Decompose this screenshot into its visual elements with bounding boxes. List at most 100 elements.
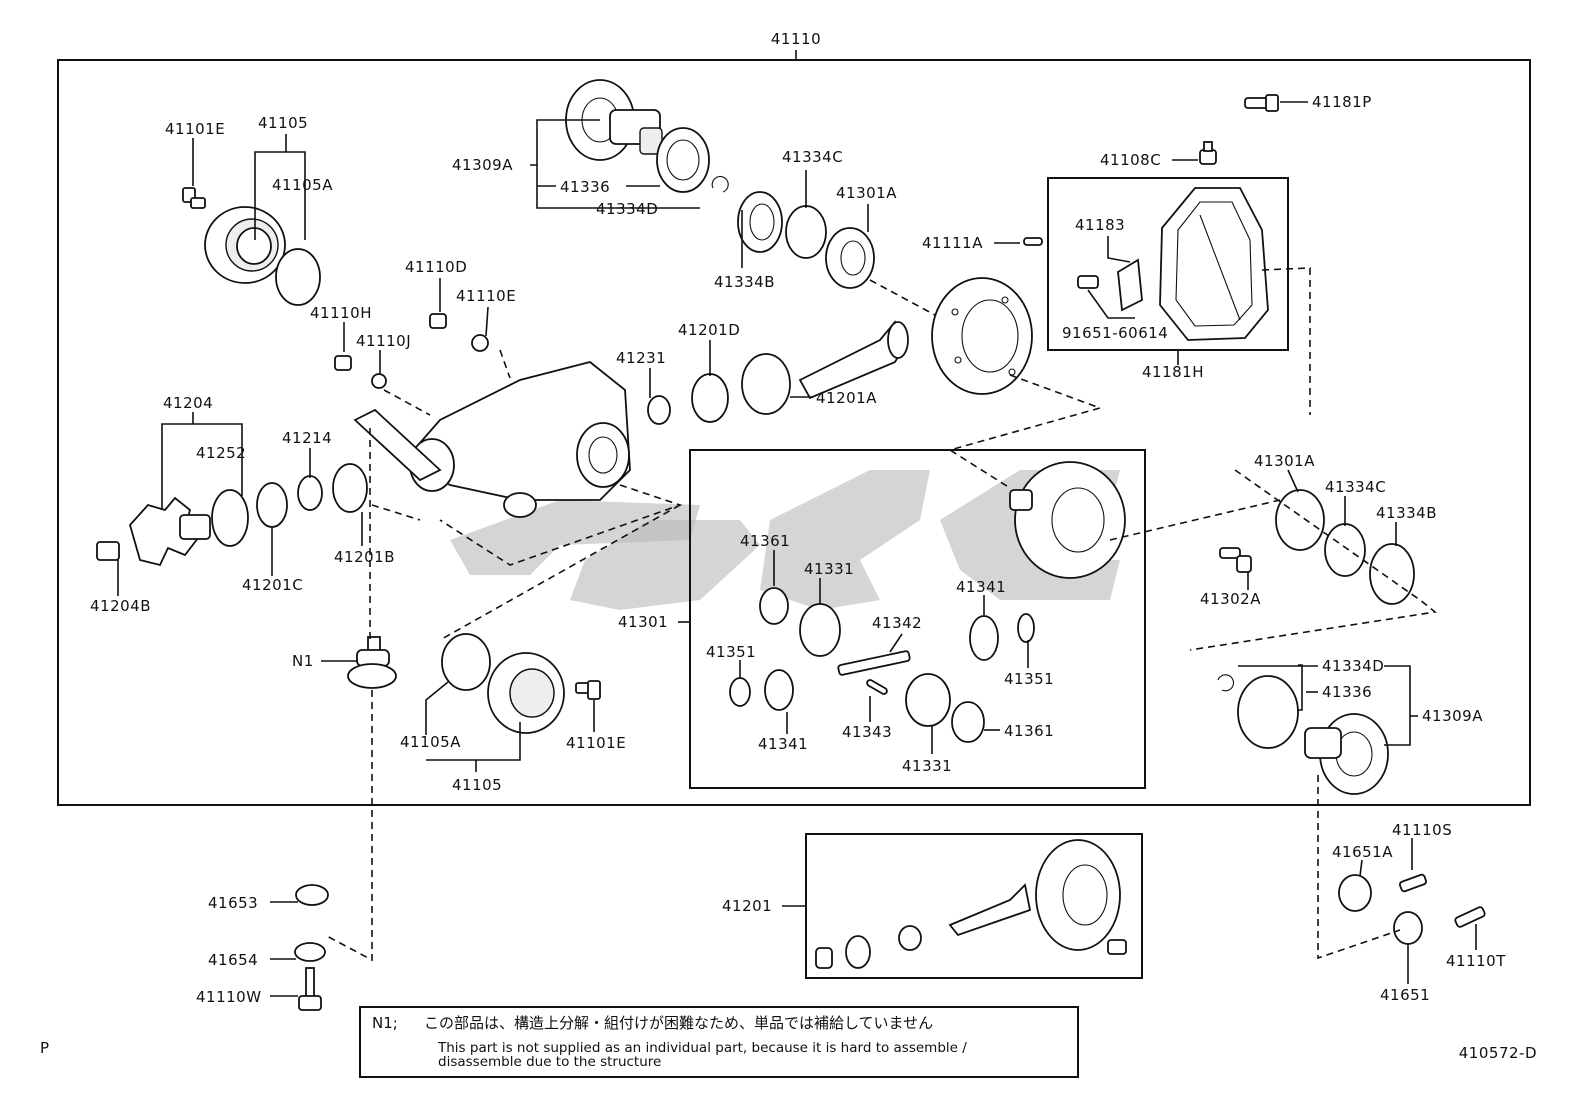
label-41204B: 41204B — [90, 597, 151, 615]
label-41201: 41201 — [722, 897, 772, 915]
label-41334B-top: 41334B — [714, 273, 775, 291]
bolt-41110T — [1454, 906, 1486, 928]
label-41651: 41651 — [1380, 986, 1430, 1004]
label-41331-b: 41331 — [902, 757, 952, 775]
plug-41110H — [334, 355, 352, 371]
label-41301: 41301 — [618, 613, 668, 631]
label-41341-a: 41341 — [956, 578, 1006, 596]
label-41301A-right: 41301A — [1254, 452, 1315, 470]
label-41110H: 41110H — [310, 304, 372, 322]
washer-41361-a — [759, 587, 789, 625]
bearing-41334B-top — [737, 191, 783, 253]
bushing-41651A — [1338, 874, 1372, 912]
side-retainer-41105-bottom — [487, 652, 565, 734]
bolt-41101E-top — [182, 187, 206, 209]
snap-ring-41334D-top — [711, 175, 729, 193]
label-41309A-right: 41309A — [1422, 707, 1483, 725]
mount-41654 — [294, 942, 326, 962]
cover-subframe — [1047, 177, 1289, 351]
gasket-41110E — [471, 334, 489, 352]
assembly-number: 41110 — [771, 30, 821, 48]
label-41105-bottom: 41105 — [452, 776, 502, 794]
carrier-housing — [353, 361, 631, 518]
bolt-91651-60614 — [1077, 275, 1099, 289]
companion-flange-41204 — [128, 496, 211, 567]
washer-41351-b — [729, 677, 751, 707]
diagram-code: 410572-D — [1459, 1044, 1537, 1062]
label-41108C: 41108C — [1100, 151, 1161, 169]
gasket-41183 — [1117, 258, 1143, 312]
side-gear-41341-b — [764, 669, 794, 711]
label-41105A-top: 41105A — [272, 176, 333, 194]
ring-pinion-kit-41201 — [815, 839, 1127, 969]
mount-N1 — [347, 636, 397, 689]
label-41204: 41204 — [163, 394, 213, 412]
bushing-41651 — [1393, 911, 1423, 945]
label-41651A: 41651A — [1332, 843, 1393, 861]
mount-41653 — [295, 884, 329, 906]
label-41105-top: 41105 — [258, 114, 308, 132]
washer-41351-a — [1017, 613, 1035, 643]
label-41343: 41343 — [842, 723, 892, 741]
o-ring-41105A-bottom — [441, 633, 491, 691]
bearing-41334B-right — [1369, 543, 1415, 605]
ring-gear-top — [931, 277, 1033, 395]
label-41309A-top: 41309A — [452, 156, 513, 174]
label-41201D: 41201D — [678, 321, 740, 339]
bolt-41101E-bottom — [575, 680, 601, 700]
label-41361-b: 41361 — [1004, 722, 1054, 740]
o-ring-41105A-top — [275, 248, 321, 306]
label-41111A: 41111A — [922, 234, 983, 252]
shaft-41342 — [837, 650, 911, 676]
bolt-41181P — [1244, 94, 1279, 112]
label-41341-b: 41341 — [758, 735, 808, 753]
shim-41334C-top — [785, 205, 827, 259]
label-41110S: 41110S — [1392, 821, 1452, 839]
oil-seal-41336-top — [656, 127, 710, 193]
drive-pinion — [798, 320, 909, 400]
side-retainer-41105-top — [204, 206, 286, 284]
side-gear-41341-a — [969, 615, 999, 661]
label-41181H: 41181H — [1142, 363, 1204, 381]
note-prefix: N1; — [372, 1014, 398, 1032]
rear-cover-41181H — [1159, 187, 1269, 341]
bearing-41301A-right — [1275, 489, 1325, 551]
pinion-gear-41331-a — [799, 603, 841, 657]
label-91651-60614: 91651-60614 — [1062, 324, 1168, 342]
note-frame — [359, 1006, 1079, 1078]
note-english-line2: disassemble due to the structure — [438, 1054, 661, 1070]
leader-lines — [117, 101, 1477, 997]
assembly-frame — [57, 59, 1531, 806]
label-41331-a: 41331 — [804, 560, 854, 578]
label-41342: 41342 — [872, 614, 922, 632]
label-41351-b: 41351 — [706, 643, 756, 661]
label-41654: 41654 — [208, 951, 258, 969]
flange-41309A-right — [1304, 713, 1389, 795]
label-41351-a: 41351 — [1004, 670, 1054, 688]
label-41101E-bottom: 41101E — [566, 734, 626, 752]
note-english-line1: This part is not supplied as an individu… — [437, 1040, 967, 1056]
oil-slinger-41201C — [256, 482, 288, 528]
shim-41334C-right — [1324, 523, 1366, 577]
bearing-41201B — [332, 463, 368, 513]
label-41334D-top: 41334D — [596, 200, 658, 218]
label-41110D: 41110D — [405, 258, 467, 276]
spacer-41201D — [691, 373, 729, 423]
label-41334D-right: 41334D — [1322, 657, 1384, 675]
differential-case — [1009, 461, 1126, 579]
label-41334B-right: 41334B — [1376, 504, 1437, 522]
label-41231: 41231 — [616, 349, 666, 367]
label-41101E-top: 41101E — [165, 120, 225, 138]
label-41105A-bottom: 41105A — [400, 733, 461, 751]
nut-41204B — [96, 541, 120, 561]
label-41301A-top: 41301A — [836, 184, 897, 202]
oil-seal-41336-right — [1237, 675, 1299, 749]
pin-41111A — [1023, 237, 1043, 246]
washer-41214 — [297, 475, 323, 511]
dashed-guides — [324, 267, 1437, 962]
label-41302A: 41302A — [1200, 590, 1261, 608]
label-41214: 41214 — [282, 429, 332, 447]
bolt-41302A — [1219, 547, 1252, 573]
pinion-gear-41331-b — [905, 673, 951, 727]
